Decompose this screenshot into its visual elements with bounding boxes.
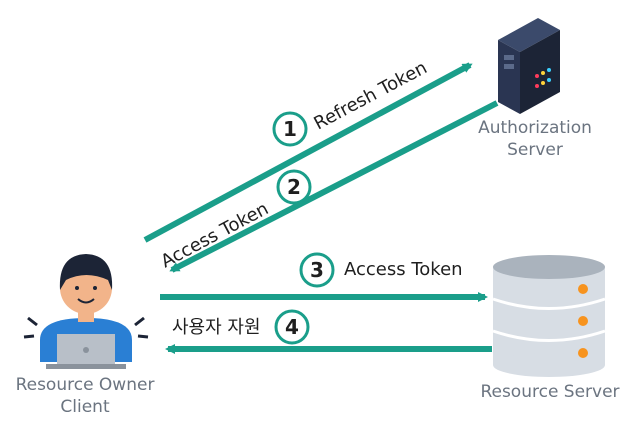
step-1-number: 1 — [283, 117, 297, 141]
step-3-number: 3 — [310, 258, 324, 282]
client-label-line1: Resource Owner — [16, 375, 155, 395]
step-4-circle — [274, 309, 310, 345]
arrow-refresh-token — [143, 62, 473, 243]
step-3-circle — [299, 252, 335, 288]
arrow-access-token-issue — [169, 100, 499, 273]
step-2-circle — [276, 169, 312, 205]
authorization-server-label-line1: Authorization — [478, 118, 592, 138]
server-tower-icon — [498, 18, 560, 114]
authorization-server-label-line2: Server — [507, 140, 563, 160]
step-2-number: 2 — [287, 175, 301, 199]
client-label-line2: Client — [60, 397, 110, 417]
person-laptop-icon — [23, 254, 149, 369]
step-2-label: Access Token — [157, 198, 272, 272]
step-3-label: Access Token — [344, 259, 463, 280]
step-1-circle — [272, 111, 308, 147]
step-4-label: 사용자 자원 — [172, 317, 261, 338]
step-4-number: 4 — [285, 315, 299, 339]
database-icon — [492, 255, 606, 377]
resource-server-label: Resource Server — [480, 382, 619, 402]
